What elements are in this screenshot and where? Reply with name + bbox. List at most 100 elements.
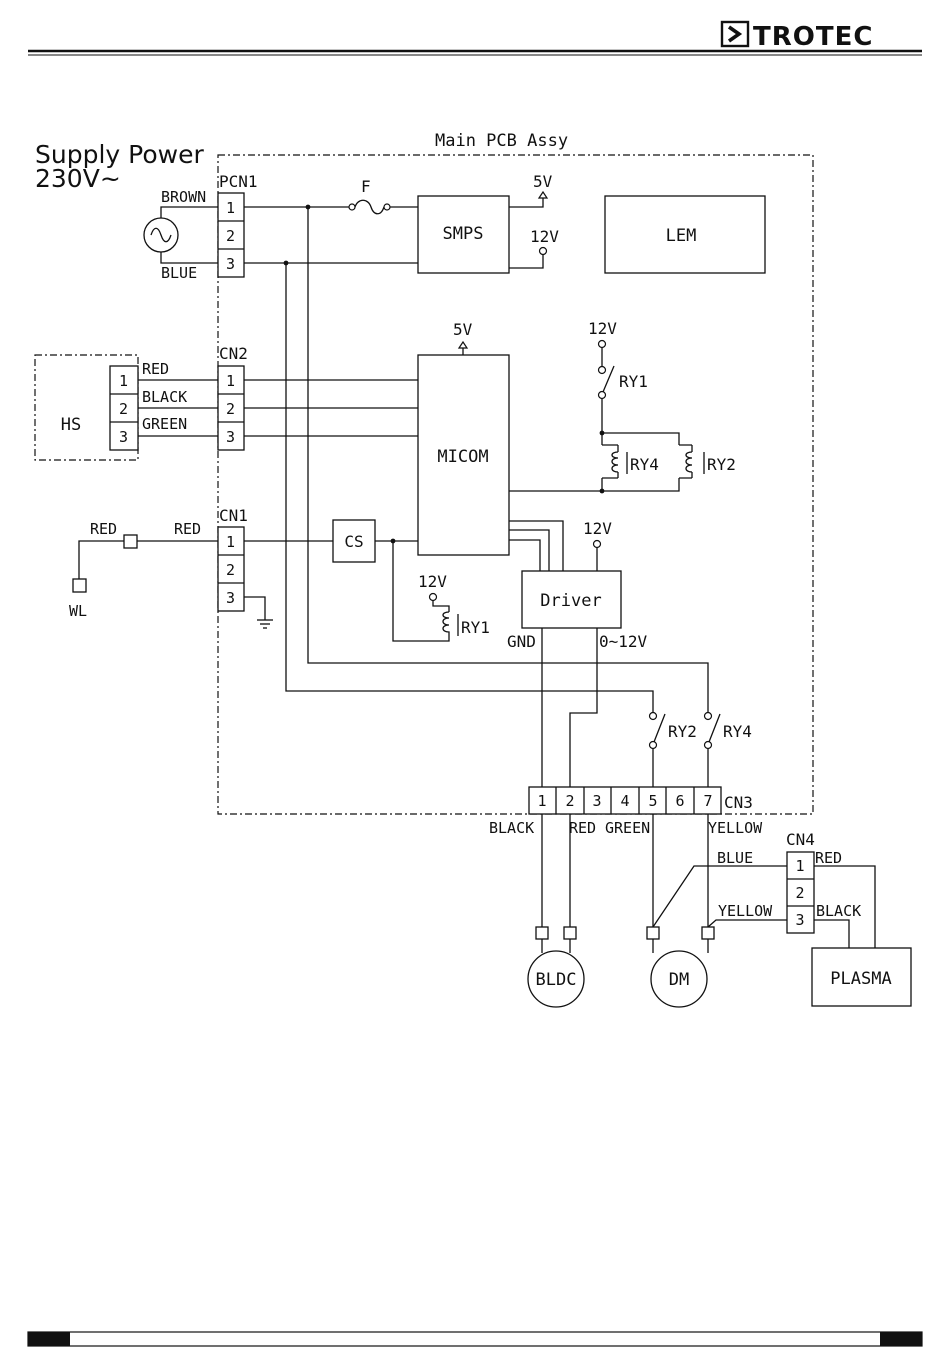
trotec-logo: TROTEC bbox=[722, 22, 873, 52]
smps-12v-label: 12V bbox=[530, 227, 559, 246]
pcn1-pin2: 2 bbox=[226, 227, 235, 245]
cn3-wire-black-label: BLACK bbox=[489, 819, 534, 837]
cn4-wire-yellow-label: YELLOW bbox=[718, 902, 773, 920]
terminal-icon bbox=[599, 392, 606, 399]
ry2-switch-label: RY2 bbox=[668, 722, 697, 741]
cn3-pin2: 2 bbox=[565, 792, 574, 810]
bldc-terminal-icon bbox=[564, 927, 576, 939]
driver-label: Driver bbox=[540, 591, 601, 611]
plasma-wire-black bbox=[814, 920, 849, 948]
terminal-icon bbox=[540, 248, 547, 255]
brown-wire bbox=[161, 207, 218, 218]
coil-to-micom bbox=[509, 478, 602, 491]
ry-coil-supply bbox=[602, 399, 679, 445]
ac-source-icon bbox=[144, 218, 178, 252]
cn1-ground-wire bbox=[244, 597, 265, 620]
driver-gnd-label: GND bbox=[507, 632, 536, 651]
terminal-icon bbox=[650, 742, 657, 749]
cn4-label: CN4 bbox=[786, 830, 815, 849]
cn3-pin6: 6 bbox=[675, 792, 684, 810]
cn1-pin3: 3 bbox=[226, 589, 235, 607]
brown-wire-label: BROWN bbox=[161, 188, 206, 206]
wl-label: WL bbox=[69, 602, 87, 620]
junction-dot bbox=[600, 489, 605, 494]
plasma-wire-red-label: RED bbox=[815, 849, 842, 867]
terminal-icon bbox=[650, 713, 657, 720]
ry1-label: RY1 bbox=[619, 372, 648, 391]
hs-pin3: 3 bbox=[119, 428, 128, 446]
driver-12v-label: 12V bbox=[583, 519, 612, 538]
coil-return bbox=[602, 478, 679, 491]
main-pcb-label: Main PCB Assy bbox=[435, 131, 568, 151]
dm-terminal-icon bbox=[647, 927, 659, 939]
micom-label: MICOM bbox=[437, 447, 488, 467]
cn4-pin3: 3 bbox=[795, 911, 804, 929]
wl-wire-red bbox=[79, 541, 124, 579]
ry2-coil-icon bbox=[679, 445, 704, 478]
ry4-switch-label: RY4 bbox=[723, 722, 752, 741]
terminal-icon bbox=[705, 713, 712, 720]
fuse-label: F bbox=[361, 177, 371, 196]
hs-wire-green-label: GREEN bbox=[142, 415, 187, 433]
ry1-coil-supply bbox=[433, 601, 449, 612]
micom-driver-signal bbox=[509, 530, 549, 571]
cn3-pin1: 1 bbox=[537, 792, 546, 810]
pcn1-pin1: 1 bbox=[226, 199, 235, 217]
supply-voltage: 230V~ bbox=[35, 164, 121, 193]
footer-bar bbox=[28, 1332, 922, 1346]
terminal-icon bbox=[599, 341, 606, 348]
cn2-label: CN2 bbox=[219, 344, 248, 363]
smps-12v-wire bbox=[509, 255, 543, 268]
hs-wire-red-label: RED bbox=[142, 360, 169, 378]
terminal-icon bbox=[599, 367, 606, 374]
hs-pin1: 1 bbox=[119, 372, 128, 390]
cs-to-ry1-coil bbox=[393, 541, 449, 641]
ry1-12v-label: 12V bbox=[588, 319, 617, 338]
blue-wire-label: BLUE bbox=[161, 264, 197, 282]
driver-output-wire bbox=[570, 628, 597, 787]
lem-label: LEM bbox=[666, 226, 697, 246]
dm-label: DM bbox=[669, 970, 689, 990]
wl-sensor-icon bbox=[73, 579, 86, 592]
cn3-pin4: 4 bbox=[620, 792, 629, 810]
smps-5v-wire bbox=[509, 198, 543, 207]
ground-icon bbox=[257, 620, 273, 628]
cn2-pin1: 1 bbox=[226, 372, 235, 390]
pcn1-label: PCN1 bbox=[219, 172, 258, 191]
blue-wire bbox=[161, 252, 218, 263]
cn1-pin1: 1 bbox=[226, 533, 235, 551]
cn1-wire-red-label: RED bbox=[174, 520, 201, 538]
ry1-coil-icon bbox=[443, 612, 458, 637]
ry4-coil-label: RY4 bbox=[630, 455, 659, 474]
hs-wire-black-label: BLACK bbox=[142, 388, 187, 406]
cn1-pin2: 2 bbox=[226, 561, 235, 579]
bldc-label: BLDC bbox=[536, 970, 577, 990]
cn3-pin5: 5 bbox=[648, 792, 657, 810]
cn4-pin2: 2 bbox=[795, 884, 804, 902]
cn3-wire-red-label: RED bbox=[569, 819, 596, 837]
arrow-up-icon bbox=[459, 342, 467, 348]
cn1-label: CN1 bbox=[219, 506, 248, 525]
terminal-icon bbox=[430, 594, 437, 601]
hs-pin2: 2 bbox=[119, 400, 128, 418]
plasma-label: PLASMA bbox=[830, 969, 891, 989]
ry2-coil-label: RY2 bbox=[707, 455, 736, 474]
hs-label: HS bbox=[61, 415, 81, 435]
cn4-wire-yellow bbox=[708, 920, 787, 927]
arrow-up-icon bbox=[539, 192, 547, 198]
micom-driver-signal bbox=[509, 521, 563, 571]
brand-name: TROTEC bbox=[753, 22, 873, 52]
dm-terminal-icon bbox=[702, 927, 714, 939]
micom-5v-label: 5V bbox=[453, 320, 473, 339]
bldc-terminal-icon bbox=[536, 927, 548, 939]
terminal-icon bbox=[705, 742, 712, 749]
driver-range-label: 0~12V bbox=[599, 632, 648, 651]
inline-connector-icon bbox=[124, 535, 137, 548]
cs-label: CS bbox=[344, 532, 363, 551]
cn3-wire-yellow-label: YELLOW bbox=[708, 819, 763, 837]
plasma-wire-black-label: BLACK bbox=[816, 902, 861, 920]
cn2-pin2: 2 bbox=[226, 400, 235, 418]
fuse-icon bbox=[349, 200, 390, 214]
ry4-coil-icon bbox=[602, 445, 627, 478]
